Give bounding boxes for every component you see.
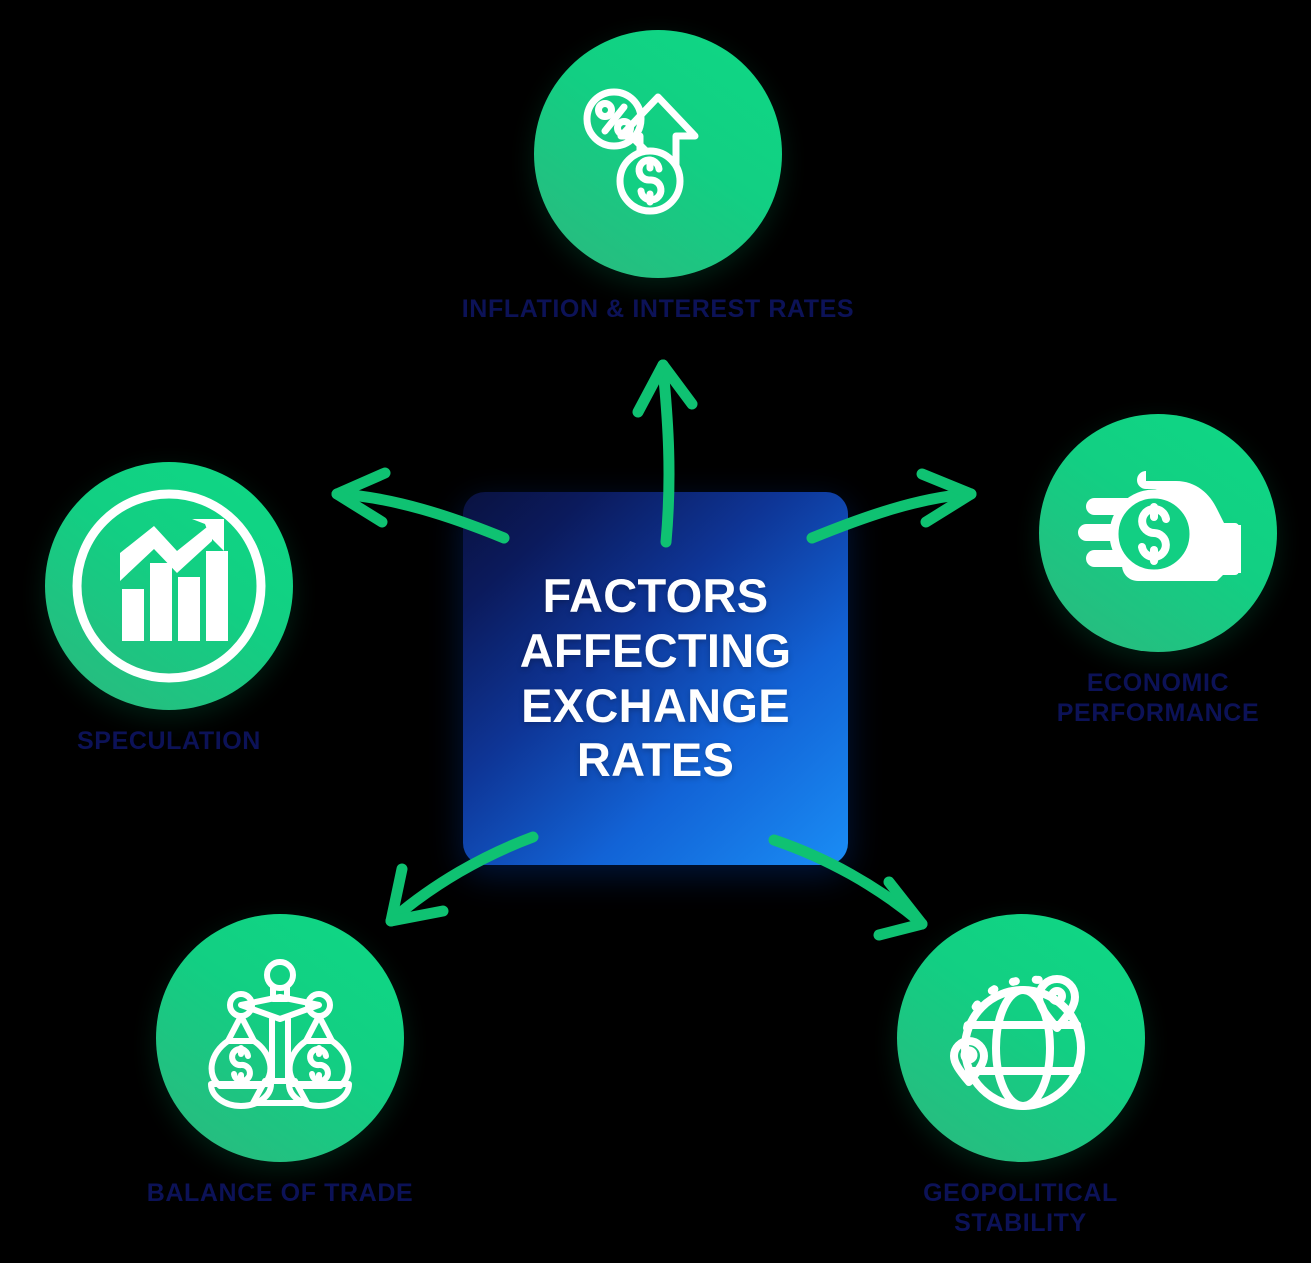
node-geopolitical-circle: [896, 914, 1145, 1162]
node-economic-performance[interactable]: ECONOMIC PERFORMANCE: [1018, 414, 1298, 728]
hand-holding-dollar-coin-icon: [1077, 470, 1241, 581]
node-inflation-label: INFLATION & INTEREST RATES: [461, 295, 855, 323]
node-balance-label: BALANCE OF TRADE: [146, 1179, 414, 1207]
bar-chart-trending-up-icon: [72, 489, 266, 683]
node-speculation[interactable]: SPECULATION: [24, 462, 314, 757]
node-economic-circle: [1039, 414, 1277, 652]
globe-location-pins-icon: [950, 974, 1085, 1110]
page-title: FACTORS AFFECTING EXCHANGE RATES: [519, 568, 792, 787]
node-speculation-label: SPECULATION: [77, 727, 261, 755]
node-geopolitical-label: GEOPOLITICAL STABILITY: [923, 1179, 1118, 1237]
node-economic-label: ECONOMIC PERFORMANCE: [1056, 669, 1260, 727]
node-inflation-circle: [534, 30, 782, 278]
center-card: FACTORS AFFECTING EXCHANGE RATES: [463, 492, 848, 865]
node-balance-circle: [156, 914, 404, 1162]
node-balance-of-trade[interactable]: BALANCE OF TRADE: [125, 914, 435, 1209]
node-speculation-circle: [45, 462, 293, 710]
node-geopolitical-stability[interactable]: GEOPOLITICAL STABILITY: [888, 914, 1153, 1238]
percent-magnifier-dollar-up-arrow-icon: [583, 88, 699, 215]
node-inflation-and-interest-rates[interactable]: INFLATION & INTEREST RATES: [398, 30, 918, 325]
balance-scale-money-bags-icon: [208, 959, 352, 1109]
